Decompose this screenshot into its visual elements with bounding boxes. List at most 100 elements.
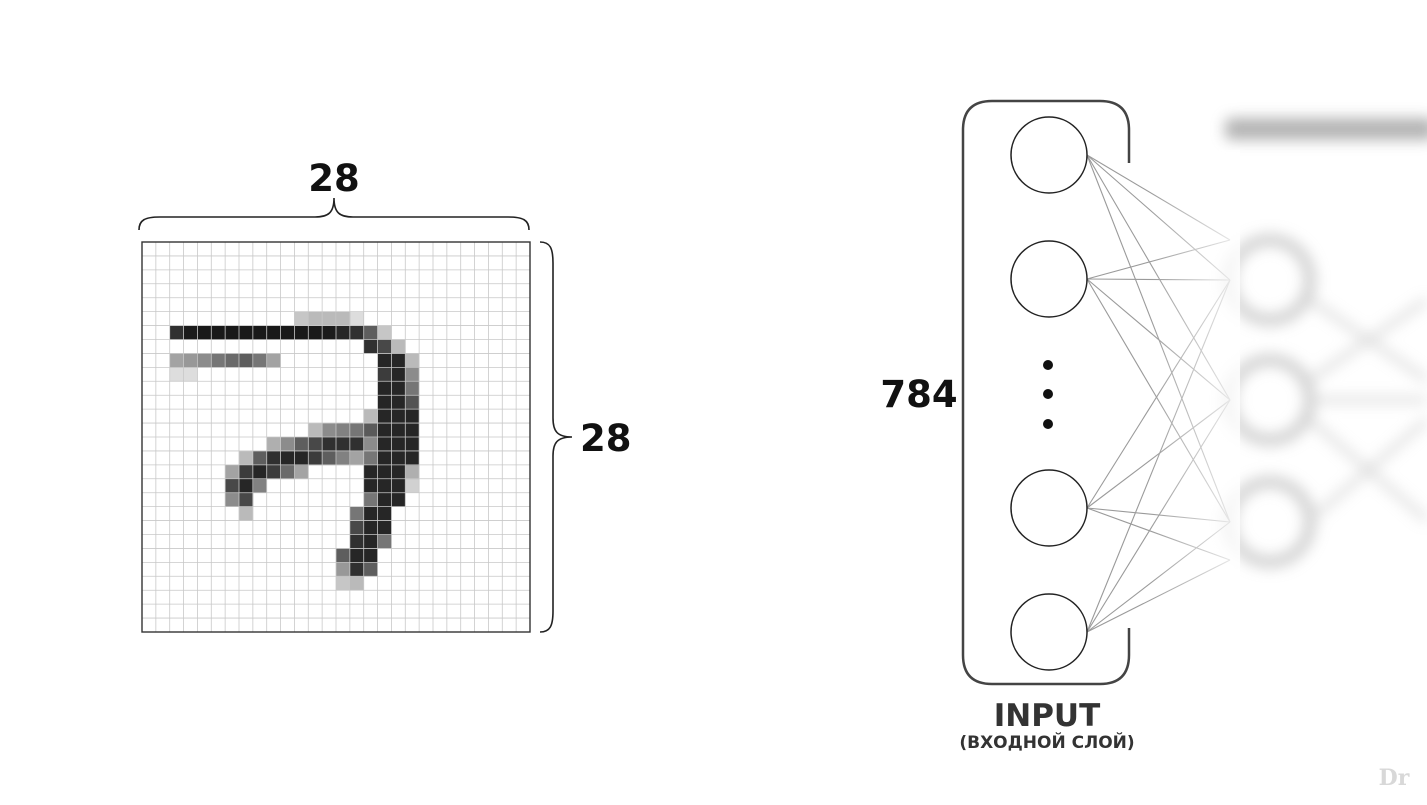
pixel-cell [349, 423, 365, 438]
layer-title: INPUT [994, 698, 1101, 734]
pixel-cell [308, 311, 323, 326]
pixel-cell [391, 339, 406, 354]
pixel-cell [252, 478, 268, 494]
pixel-cell [239, 353, 254, 368]
layer-subtitle: (ВХОДНОЙ СЛОЙ) [959, 731, 1134, 753]
ellipsis-dot [1043, 389, 1053, 399]
pixel-cell [225, 478, 240, 494]
pixel-cell [377, 325, 392, 340]
pixel-grid [142, 242, 530, 632]
pixel-cell [363, 464, 406, 480]
pixel-cell [363, 423, 378, 438]
pixel-cell [294, 464, 309, 480]
pixel-cell [349, 450, 365, 466]
ellipsis-dot [1043, 360, 1053, 370]
pixel-cell [266, 464, 281, 480]
pixel-cell [349, 520, 365, 535]
pixel-cell [363, 450, 378, 466]
pixel-cell [336, 562, 351, 577]
digit-pixels [169, 311, 420, 591]
pixel-cell [294, 437, 309, 452]
pixel-cell [377, 437, 420, 452]
pixel-cell [336, 423, 351, 438]
pixel-cell [377, 339, 392, 354]
width-brace [138, 197, 530, 231]
pixel-cell [322, 437, 365, 452]
pixel-cell [266, 450, 281, 466]
pixel-cell [225, 464, 240, 480]
height-label: 28 [580, 417, 632, 460]
neural-network-figure: 784 INPUT (ВХОДНОЙ СЛОЙ) [880, 99, 1427, 753]
pixel-cell [405, 464, 420, 480]
pixel-cell [349, 534, 365, 549]
pixel-cell [363, 492, 378, 507]
pixel-cell [308, 450, 323, 466]
pixel-cell [349, 311, 365, 326]
pixel-cell [336, 576, 351, 591]
pixel-cell [391, 367, 406, 382]
pixel-cell [280, 464, 295, 480]
pixel-cell [266, 353, 281, 368]
pixel-cell [239, 464, 254, 480]
width-label: 28 [308, 157, 360, 200]
pixel-cell [377, 450, 420, 466]
pixel-cell [363, 437, 378, 452]
pixel-cell [405, 478, 420, 494]
pixel-cell [169, 353, 184, 368]
pixel-cell [377, 423, 420, 438]
pixel-cell [349, 325, 365, 340]
pixel-cell [280, 450, 295, 466]
layer-bracket [961, 99, 1131, 686]
pixel-cell [252, 450, 268, 466]
pixel-cell [280, 437, 295, 452]
pixel-cell [183, 353, 198, 368]
pixel-cell [169, 367, 184, 382]
input-neuron-783 [1010, 469, 1088, 547]
pixel-cell [322, 423, 337, 438]
pixel-cell [252, 464, 268, 480]
pixel-cell [308, 423, 323, 438]
pixel-cell [349, 506, 365, 521]
ellipsis-dot [1043, 419, 1053, 429]
pixel-cell [225, 353, 240, 368]
pixel-cell [239, 506, 254, 521]
pixel-cell [239, 478, 254, 494]
pixel-cell [211, 353, 226, 368]
pixel-cell [336, 450, 351, 466]
mnist-image-figure: 28 28 [138, 157, 632, 633]
pixel-cell [405, 381, 420, 396]
pixel-cell [197, 353, 212, 368]
pixel-cell [363, 409, 378, 424]
pixel-cell [405, 353, 420, 368]
input-neuron-784 [1010, 593, 1088, 671]
pixel-cell [349, 562, 365, 577]
pixel-cell [322, 450, 337, 466]
pixel-cell [377, 534, 392, 549]
image-border [141, 241, 531, 633]
pixel-cell [183, 367, 198, 382]
pixel-cell [349, 576, 365, 591]
height-brace [539, 241, 573, 633]
pixel-cell [363, 478, 406, 494]
pixel-cell [294, 311, 309, 326]
pixel-cell [336, 548, 351, 563]
pixel-cell [322, 311, 337, 326]
pixel-cell [363, 534, 378, 549]
pixel-cell [225, 492, 240, 507]
pixel-cell [252, 353, 268, 368]
pixel-cell [266, 437, 281, 452]
pixel-cell [377, 367, 392, 382]
pixel-cell [363, 325, 378, 340]
pixel-cell [294, 450, 309, 466]
neuron-count-label: 784 [880, 373, 957, 416]
pixel-cell [363, 339, 378, 354]
pixel-cell [336, 311, 351, 326]
pixel-cell [377, 409, 420, 424]
pixel-cell [405, 367, 420, 382]
pixel-cell [308, 437, 323, 452]
pixel-cell [239, 492, 254, 507]
pixel-cell [239, 450, 254, 466]
input-neuron-1 [1010, 116, 1088, 194]
watermark-logo: Dr [1379, 765, 1410, 791]
